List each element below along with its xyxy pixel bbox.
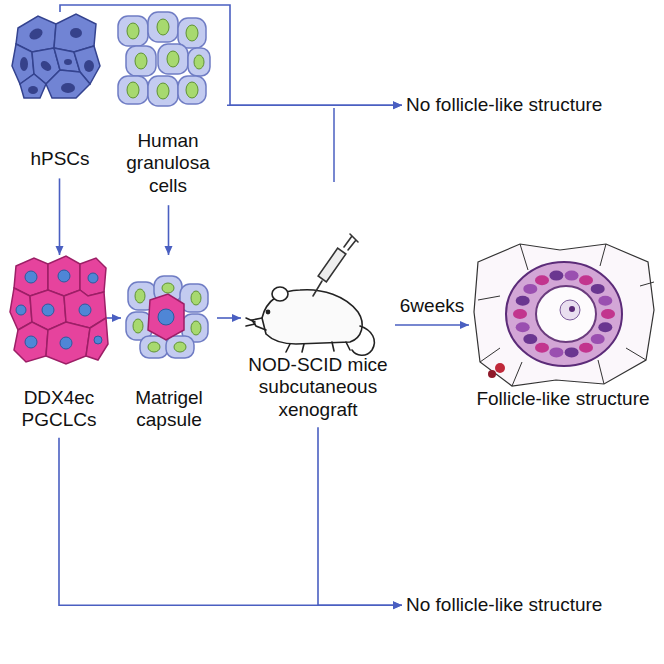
node-label: NOD-SCID mice subcutaneous xenograft (242, 354, 394, 421)
granulosa-cluster (118, 12, 210, 106)
pgclc-cluster (10, 256, 108, 364)
node-label: No follicle-like structure (406, 594, 660, 616)
flow-arrow (318, 427, 402, 605)
flow-arrow (168, 205, 170, 255)
cell-group: Human granulosa cells (112, 12, 224, 197)
follicle-drawing (474, 244, 654, 386)
merge-line (333, 108, 335, 182)
node-label: DDX4ec PGCLCs (12, 387, 106, 432)
flow-arrow (227, 104, 402, 106)
node-label: Matrigel capsule (122, 387, 216, 432)
mouse-drawing (246, 234, 374, 355)
hpsc-cluster (12, 14, 100, 98)
flow-arrow (395, 324, 469, 326)
node-label: Human granulosa cells (112, 130, 224, 197)
capsule-cluster (126, 276, 208, 358)
result-group: Follicle-like structure (470, 238, 656, 410)
cell-group: DDX4ec PGCLCs (12, 255, 106, 432)
outcome-text: No follicle-like structure (406, 94, 660, 116)
edge-label: 6weeks (398, 295, 466, 317)
xenograft-group: NOD-SCID mice subcutaneous xenograft (242, 228, 394, 421)
flow-arrow (59, 178, 61, 255)
outcome-text: No follicle-like structure (406, 594, 660, 616)
flow-arrow (217, 317, 241, 319)
cell-group: Matrigel capsule (122, 255, 216, 432)
node-label: No follicle-like structure (406, 94, 660, 116)
node-label: Follicle-like structure (470, 388, 656, 410)
flow-arrow (60, 5, 402, 105)
flow-arrow (107, 317, 121, 319)
node-label: hPSCs (10, 148, 110, 170)
flow-arrow (59, 438, 402, 605)
cell-group: hPSCs (10, 12, 110, 170)
